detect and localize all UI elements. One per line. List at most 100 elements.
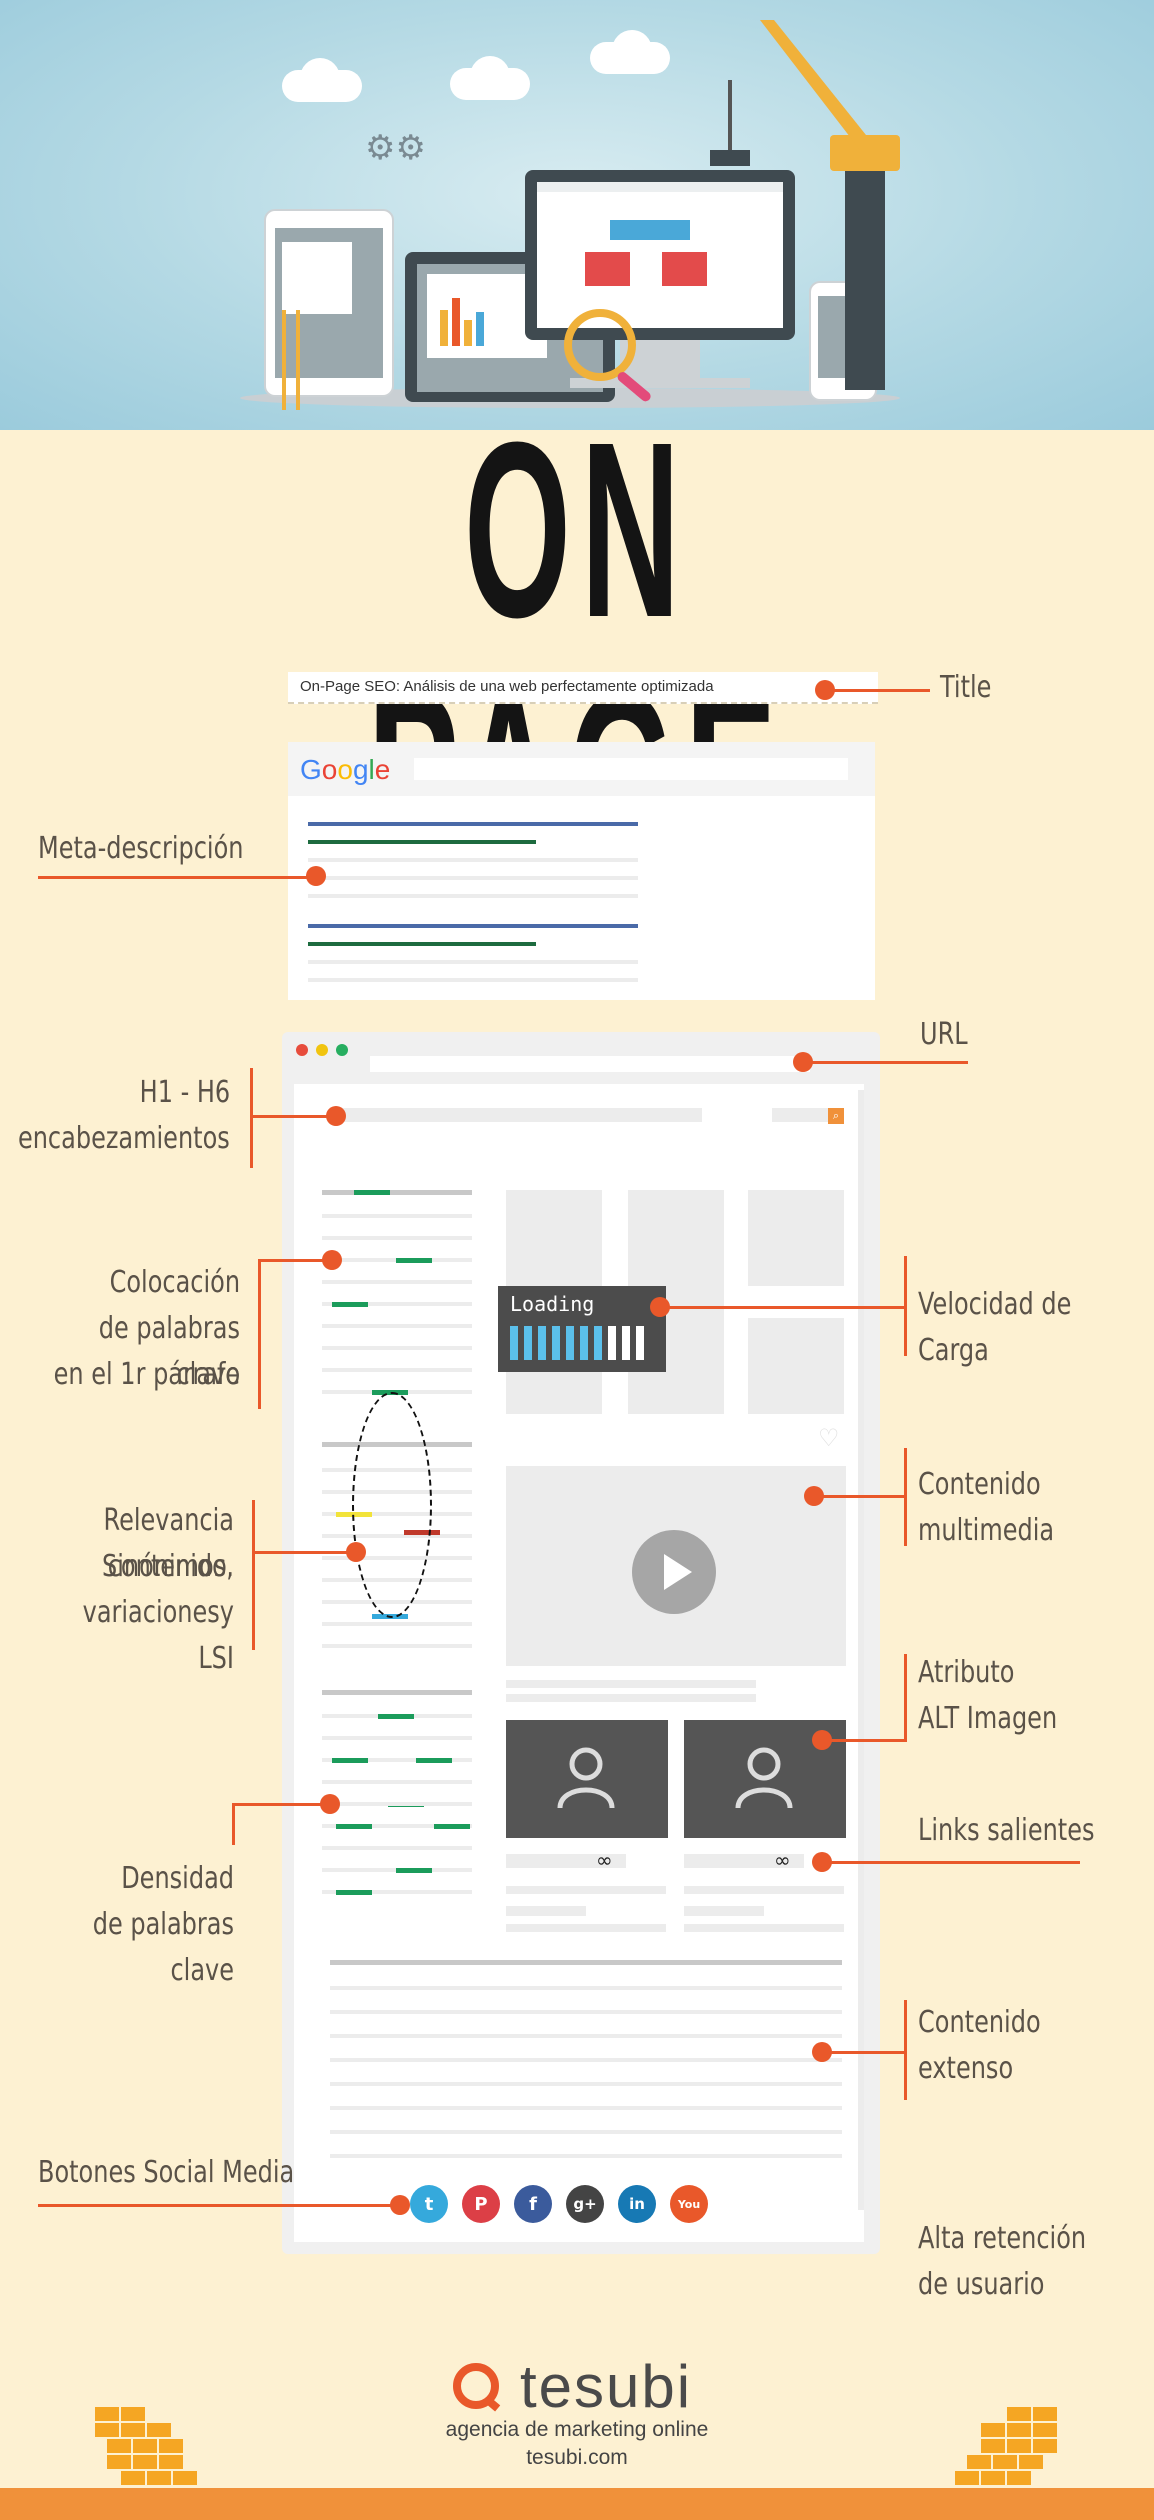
title-dot [815, 680, 835, 700]
url-connector [808, 1061, 968, 1064]
heading-line [322, 1190, 472, 1195]
text-line [330, 2034, 842, 2038]
user-icon [735, 1747, 793, 1809]
label-h1-line2: encabezamientos [18, 1121, 230, 1156]
footer-bar [0, 2488, 1154, 2520]
keyword-mark [416, 1758, 452, 1763]
heading-line [330, 1960, 842, 1965]
loading-widget: Loading [498, 1286, 666, 1372]
velocidad-connector [660, 1306, 906, 1309]
user-icon [557, 1747, 615, 1809]
hero-illustration: ⚙⚙ [0, 0, 1154, 430]
keyword-mark [336, 1890, 372, 1895]
gears-icon: ⚙⚙ [365, 128, 426, 168]
link-text [506, 1854, 626, 1868]
label-colocacion-line2: de palabras clave [98, 1311, 240, 1392]
text-line [322, 1368, 472, 1372]
pinterest-icon[interactable]: P [462, 2185, 500, 2223]
link-icon[interactable]: ∞ [774, 1848, 791, 1872]
text-line [322, 1644, 472, 1648]
footer-url[interactable]: tesubi.com [526, 2446, 628, 2469]
text-line [330, 2010, 842, 2014]
text-line [684, 1924, 844, 1932]
keyword-mark [332, 1302, 368, 1307]
caption-line [506, 1680, 756, 1688]
label-densidad-line2: de palabras clave [92, 1907, 234, 1988]
linkedin-icon[interactable]: in [618, 2185, 656, 2223]
label-alt-line1: Atributo [918, 1655, 1015, 1690]
search-box[interactable] [772, 1108, 844, 1122]
relevancia-dot [346, 1542, 366, 1562]
window-close-icon[interactable] [296, 1044, 308, 1056]
window-maximize-icon[interactable] [336, 1044, 348, 1056]
search-icon[interactable]: ⌕ [828, 1108, 844, 1124]
colocacion-connector [258, 1259, 324, 1262]
label-relevancia-line1: Relevancia contenido. [103, 1503, 235, 1584]
keyword-mark [434, 1824, 470, 1829]
cloud-icon [300, 58, 340, 98]
link-icon[interactable]: ∞ [596, 1848, 613, 1872]
search-results-panel: Google [288, 742, 875, 1000]
googleplus-icon[interactable]: g+ [566, 2185, 604, 2223]
label-meta: Meta-descripción [38, 831, 244, 866]
text-line [322, 1780, 472, 1784]
heart-icon[interactable]: ♡ [818, 1424, 840, 1452]
bricks-left [93, 2405, 199, 2487]
text-line [322, 1302, 472, 1306]
scrollbar[interactable] [858, 1090, 864, 2210]
footer-logo: tesubi [450, 2352, 710, 2422]
label-social: Botones Social Media [38, 2155, 295, 2190]
text-line [684, 1886, 844, 1894]
label-relevancia-line3: variacionesy LSI [82, 1595, 234, 1676]
text-line [322, 1324, 472, 1328]
relevancia-connector [252, 1551, 348, 1554]
label-velocidad: Velocidad de Carga [918, 1287, 1072, 1368]
label-colocacion-line1: Colocación [109, 1265, 240, 1300]
twitter-icon[interactable]: t [410, 2185, 448, 2223]
devices-illustration [240, 20, 900, 410]
extenso-connector [826, 2051, 906, 2054]
multimedia-dot [804, 1486, 824, 1506]
h1-bracket [250, 1068, 253, 1168]
text-line [322, 1890, 472, 1894]
velocidad-dot [650, 1297, 670, 1317]
relevancia-bracket [252, 1500, 255, 1650]
text-line [330, 2058, 842, 2062]
result-url [308, 942, 536, 946]
alt-bracket [904, 1654, 907, 1742]
heading-line [322, 1690, 472, 1695]
densidad-bracket [232, 1803, 235, 1845]
title-connector [830, 689, 930, 692]
footer-tagline: agencia de marketing online [445, 2418, 709, 2441]
text-line [322, 1236, 472, 1240]
velocidad-bracket [904, 1256, 907, 1356]
keyword-mark [396, 1868, 432, 1873]
h1-dot [326, 1106, 346, 1126]
label-url: URL [920, 1017, 968, 1052]
window-minimize-icon[interactable] [316, 1044, 328, 1056]
keyword-mark [354, 1190, 390, 1195]
text-line [330, 2106, 842, 2110]
label-colocacion-line3: en el 1r párrafo [53, 1357, 240, 1392]
colocacion-dot [322, 1250, 342, 1270]
keyword-mark [336, 1824, 372, 1829]
colocacion-bracket [258, 1259, 261, 1409]
play-icon[interactable] [632, 1530, 716, 1614]
extenso-dot [812, 2042, 832, 2062]
youtube-icon[interactable]: You [670, 2185, 708, 2223]
brand-name: tesubi [520, 2353, 693, 2420]
result-snippet [308, 894, 638, 898]
search-input[interactable] [414, 758, 848, 780]
label-retencion-line1: Alta retención [918, 2221, 1087, 2256]
h1-connector [250, 1115, 330, 1118]
facebook-icon[interactable]: f [514, 2185, 552, 2223]
text-line [322, 1802, 472, 1806]
text-line [322, 1758, 472, 1762]
text-line [322, 1214, 472, 1218]
text-line [322, 1846, 472, 1850]
social-connector [38, 2204, 398, 2207]
label-retencion-line2: de usuario [918, 2267, 1045, 2302]
image-tile [748, 1318, 844, 1414]
keyword-mark [332, 1758, 368, 1763]
url-bar[interactable] [370, 1056, 810, 1072]
